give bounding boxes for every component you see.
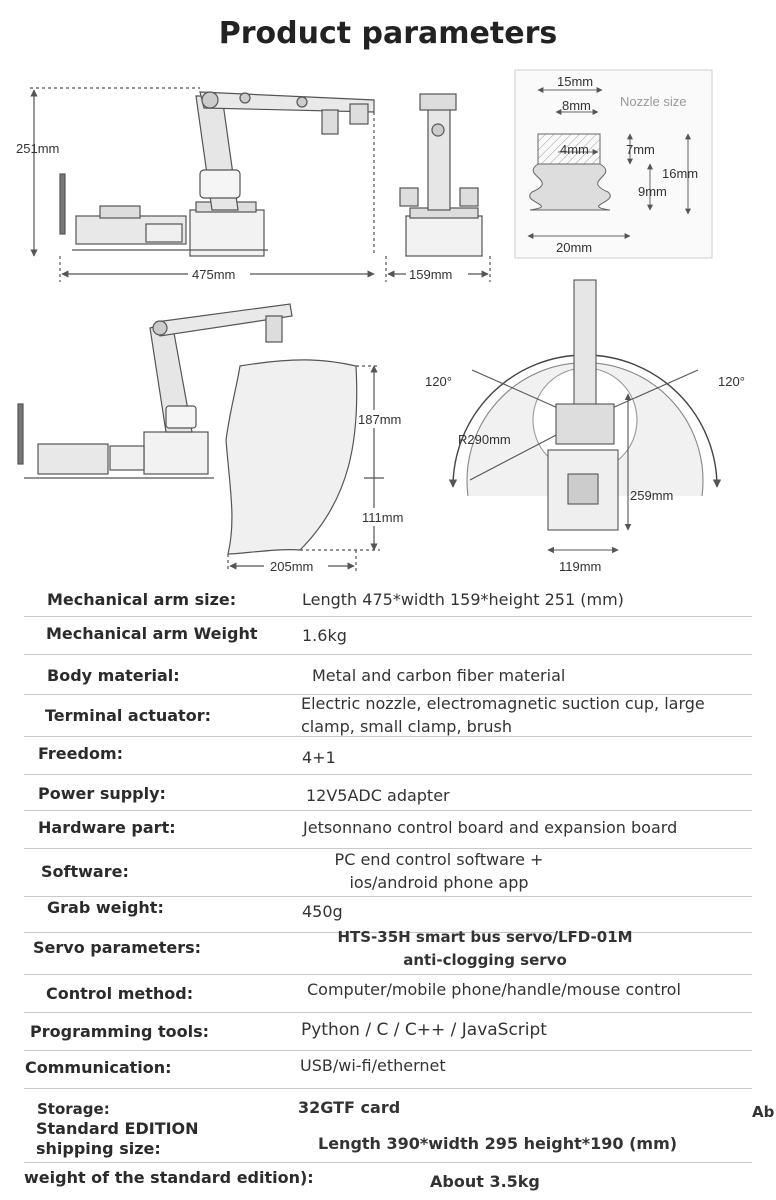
- front-length-label: 475mm: [192, 267, 235, 282]
- angle-right-label: 120°: [718, 374, 745, 389]
- spec-label: Body material:: [47, 666, 180, 685]
- spec-value: Python / C / C++ / JavaScript: [301, 1020, 547, 1040]
- reach-lower-label: 111mm: [362, 510, 403, 525]
- spec-value: Length 475*width 159*height 251 (mm): [302, 590, 624, 609]
- spec-label: Communication:: [25, 1058, 172, 1077]
- spec-row-control-method: Control method: Computer/mobile phone/ha…: [24, 974, 752, 1013]
- nozzle-diagram: [514, 69, 713, 259]
- spec-label: Grab weight:: [47, 898, 164, 917]
- spec-row-communication: Communication: USB/wi-fi/ethernet: [24, 1050, 752, 1089]
- nozzle-bottom-label: 20mm: [556, 240, 592, 255]
- spec-row-programming-tools: Programming tools: Python / C / C++ / Ja…: [24, 1012, 752, 1051]
- spec-value: Electric nozzle, electromagnetic suction…: [301, 694, 705, 736]
- spec-label: Servo parameters:: [33, 938, 202, 957]
- spec-row-shipping-size: Standard EDITION shipping size: Length 3…: [24, 1119, 752, 1163]
- nozzle-h2-label: 9mm: [638, 184, 667, 199]
- stray-text: Ab: [752, 1103, 775, 1121]
- nozzle-inner-label: 8mm: [562, 98, 591, 113]
- spec-value: USB/wi-fi/ethernet: [300, 1056, 446, 1075]
- front-height-label: 251mm: [16, 141, 59, 156]
- spec-row-grab-weight: Grab weight: 450g: [24, 896, 752, 933]
- spec-row-servo: Servo parameters: HTS-35H smart bus serv…: [24, 928, 752, 975]
- nozzle-title-label: Nozzle size: [620, 94, 686, 109]
- spec-row-hardware: Hardware part: Jetsonnano control board …: [24, 810, 752, 849]
- nozzle-h1-label: 7mm: [626, 142, 655, 157]
- spec-label: Programming tools:: [30, 1022, 210, 1041]
- spec-row-arm-weight: Mechanical arm Weight 1.6kg: [24, 616, 752, 655]
- spec-value: 12V5ADC adapter: [306, 786, 450, 805]
- product-diagram: 251mm 475mm 159mm 15mm 8mm Nozzle size 4…: [0, 60, 776, 580]
- spec-value: PC end control software + ios/android ph…: [334, 850, 544, 892]
- spec-value: About 3.5kg: [430, 1172, 540, 1191]
- spec-row-freedom: Freedom: 4+1: [24, 736, 752, 775]
- spec-label: Power supply:: [38, 784, 166, 803]
- front-view-drawing: [30, 87, 375, 282]
- spec-label: Freedom:: [38, 744, 124, 763]
- top-view-drawing: [448, 279, 722, 554]
- spec-row-standard-weight: weight of the standard edition): About 3…: [24, 1162, 752, 1194]
- base-width-label: 119mm: [559, 559, 601, 574]
- spec-value: Computer/mobile phone/handle/mouse contr…: [307, 980, 681, 999]
- nozzle-total-h-label: 16mm: [662, 166, 698, 181]
- spec-label: Mechanical arm Weight: [46, 624, 258, 643]
- spec-row-power-supply: Power supply: 12V5ADC adapter: [24, 774, 752, 811]
- spec-label: weight of the standard edition):: [24, 1168, 314, 1187]
- spec-row-arm-size: Mechanical arm size: Length 475*width 15…: [24, 580, 752, 617]
- spec-row-body-material: Body material: Metal and carbon fiber ma…: [24, 654, 752, 695]
- spec-label: Standard EDITION shipping size:: [36, 1119, 199, 1158]
- reach-upper-label: 187mm: [358, 412, 401, 427]
- spec-row-software: Software: PC end control software + ios/…: [24, 848, 752, 897]
- spec-label: Hardware part:: [38, 818, 176, 837]
- spec-row-terminal-actuator: Terminal actuator: Electric nozzle, elec…: [24, 694, 752, 737]
- nozzle-core-label: 4mm: [560, 142, 589, 157]
- spec-value: Jetsonnano control board and expansion b…: [303, 818, 678, 837]
- radius-label: R290mm: [458, 432, 511, 447]
- dimension-drawings: 251mm 475mm 159mm 15mm 8mm Nozzle size 4…: [16, 69, 745, 575]
- spec-label: Storage:: [37, 1100, 110, 1118]
- side-width-label: 159mm: [409, 267, 452, 282]
- angle-left-label: 120°: [425, 374, 452, 389]
- reach-view-drawing: [17, 303, 384, 572]
- side-view-drawing: [385, 93, 491, 282]
- nozzle-top-label: 15mm: [557, 74, 593, 89]
- base-length-label: 259mm: [630, 488, 673, 503]
- spec-label: Mechanical arm size:: [47, 590, 237, 609]
- spec-value: 4+1: [302, 748, 336, 767]
- spec-label: Terminal actuator:: [45, 706, 211, 725]
- spec-value: HTS-35H smart bus servo/LFD-01M anti-clo…: [337, 928, 633, 969]
- spec-value: Metal and carbon fiber material: [312, 666, 566, 685]
- spec-value: Length 390*width 295 height*190 (mm): [318, 1134, 678, 1153]
- reach-horizontal-label: 205mm: [270, 559, 313, 574]
- spec-value: 450g: [302, 902, 343, 921]
- spec-label: Control method:: [46, 984, 194, 1003]
- spec-value: 32GTF card: [298, 1098, 401, 1117]
- page-title: Product parameters: [218, 16, 558, 51]
- spec-label: Software:: [41, 862, 129, 881]
- spec-value: 1.6kg: [302, 626, 347, 645]
- spec-row-storage: Storage: 32GTF card: [24, 1088, 752, 1122]
